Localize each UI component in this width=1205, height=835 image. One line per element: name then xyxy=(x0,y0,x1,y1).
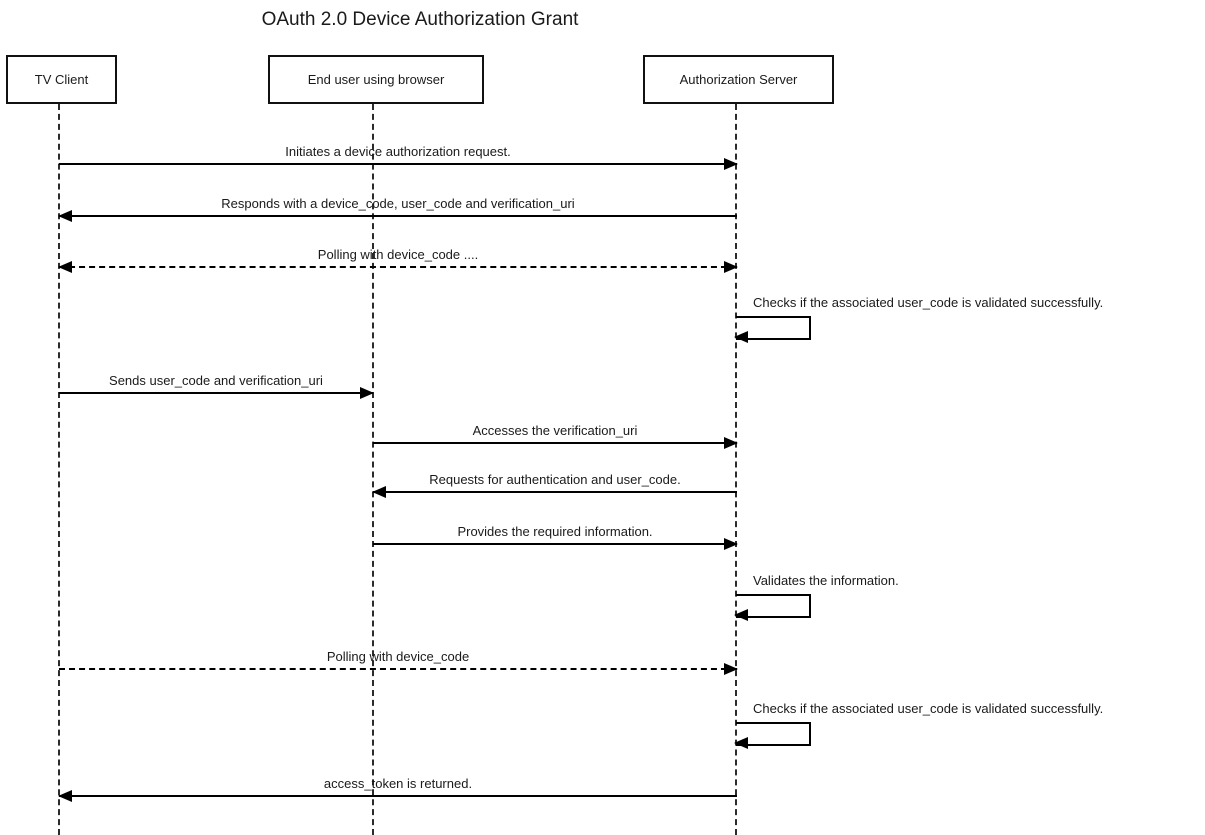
message-line xyxy=(373,491,737,493)
message-line xyxy=(59,668,737,670)
message-label: Checks if the associated user_code is va… xyxy=(753,295,1104,310)
message-label: Checks if the associated user_code is va… xyxy=(753,701,1104,716)
arrowhead-right-icon xyxy=(724,261,738,273)
message-label: Provides the required information. xyxy=(457,524,653,539)
message-label: Validates the information. xyxy=(753,573,899,588)
actor-label: Authorization Server xyxy=(679,72,798,87)
self-loop-line xyxy=(736,594,811,618)
message-label: Initiates a device authorization request… xyxy=(285,144,511,159)
arrowhead-left-icon xyxy=(58,261,72,273)
page-title: OAuth 2.0 Device Authorization Grant xyxy=(261,9,579,30)
arrowhead-left-icon xyxy=(58,210,72,222)
self-message-checks-user-code-1: Checks if the associated user_code is va… xyxy=(734,295,1103,343)
self-loop-line xyxy=(736,722,811,746)
message-label: Sends user_code and verification_uri xyxy=(109,373,323,388)
actor-label: End user using browser xyxy=(307,72,445,87)
self-loop-line xyxy=(736,316,811,340)
message-line xyxy=(59,392,373,394)
message-label: Polling with device_code .... xyxy=(317,247,479,262)
actor-label: TV Client xyxy=(34,72,89,87)
arrowhead-right-icon xyxy=(724,538,738,550)
arrowhead-left-icon xyxy=(372,486,386,498)
actor-box-authorization-server: Authorization Server xyxy=(643,55,834,104)
message-label: Accesses the verification_uri xyxy=(472,423,638,438)
arrowhead-left-icon xyxy=(734,737,748,749)
message-label: access_token is returned. xyxy=(323,776,473,791)
message-line xyxy=(59,795,737,797)
message-line xyxy=(373,442,737,444)
message-line xyxy=(59,215,737,217)
message-label: Polling with device_code xyxy=(326,649,470,664)
message-line xyxy=(59,266,737,268)
message-line xyxy=(373,543,737,545)
arrowhead-left-icon xyxy=(58,790,72,802)
lifeline-end-user-browser xyxy=(372,104,374,835)
self-message-validates-information: Validates the information. xyxy=(734,573,899,621)
arrowhead-left-icon xyxy=(734,331,748,343)
message-label: Responds with a device_code, user_code a… xyxy=(221,196,575,211)
self-message-checks-user-code-2: Checks if the associated user_code is va… xyxy=(734,701,1103,749)
message-line xyxy=(59,163,737,165)
arrowhead-right-icon xyxy=(360,387,374,399)
actor-box-tv-client: TV Client xyxy=(6,55,117,104)
lifeline-tv-client xyxy=(58,104,60,835)
arrowhead-right-icon xyxy=(724,663,738,675)
arrowhead-right-icon xyxy=(724,158,738,170)
actor-box-end-user-browser: End user using browser xyxy=(268,55,484,104)
lifeline-authorization-server xyxy=(735,104,737,835)
arrowhead-left-icon xyxy=(734,609,748,621)
message-label: Requests for authentication and user_cod… xyxy=(429,472,681,487)
arrowhead-right-icon xyxy=(724,437,738,449)
